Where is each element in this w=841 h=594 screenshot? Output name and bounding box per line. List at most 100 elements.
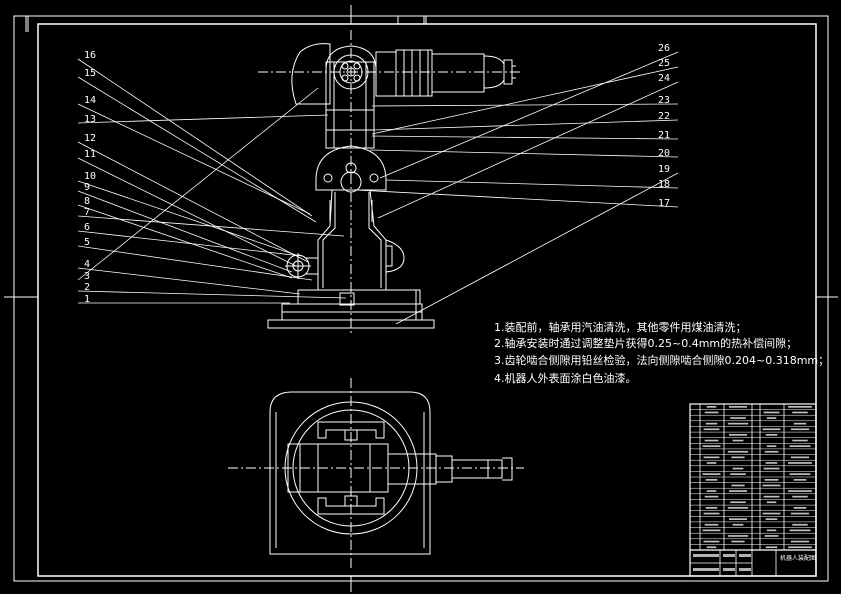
parts-list-cell-text — [792, 411, 808, 414]
parts-list-cell-text — [731, 456, 745, 459]
parts-list-rows — [690, 409, 816, 545]
balloon-25: 25 — [658, 58, 670, 69]
balloon-16: 16 — [84, 50, 96, 61]
title-block-cell-text — [739, 568, 751, 571]
balloon-2: 2 — [84, 282, 90, 293]
parts-list-cell-text — [727, 422, 749, 425]
parts-list-cell-text — [793, 422, 807, 425]
balloon-18: 18 — [658, 179, 670, 190]
balloon-10: 10 — [84, 171, 96, 182]
parts-list-cells — [693, 406, 812, 571]
note-1: 1.装配前，轴承用汽油清洗，其他零件用煤油清洗； — [494, 320, 747, 334]
parts-list-cell-text — [764, 450, 779, 453]
parts-list-cell-text — [763, 467, 780, 470]
title-block-cell-text — [739, 554, 751, 557]
parts-list-cell-text — [790, 428, 810, 431]
parts-list-cell-text — [706, 490, 717, 492]
parts-list-cell-text — [731, 540, 745, 543]
parts-list-cell-text — [766, 501, 777, 504]
title-block-cell-text — [693, 568, 719, 571]
balloon-14: 14 — [84, 95, 96, 106]
parts-list-cell-text — [729, 406, 747, 408]
parts-list-cell-text — [705, 479, 718, 481]
parts-list-cell-text — [732, 523, 744, 526]
parts-list-cell-text — [704, 523, 719, 526]
parts-list-cell-text — [789, 473, 811, 475]
parts-list-cell-text — [763, 411, 780, 414]
balloon-9: 9 — [84, 182, 90, 193]
parts-list-cell-text — [765, 462, 778, 464]
parts-list-cell-text — [729, 490, 747, 492]
balloon-7: 7 — [84, 207, 90, 218]
parts-list-cell-text — [704, 495, 719, 498]
parts-list-cell-text — [765, 518, 778, 520]
parts-list-cell-text — [792, 523, 808, 526]
balloon-labels-right: 26 25 24 23 22 21 20 19 18 17 — [658, 43, 670, 209]
title-block-cell-text — [693, 554, 719, 557]
title-block-drawing-name: 机器人装配图 — [780, 554, 816, 562]
parts-list-cell-text — [705, 422, 718, 425]
parts-list-cell-text — [702, 529, 721, 532]
balloon-19: 19 — [658, 164, 670, 175]
parts-list-cell-text — [729, 434, 747, 436]
title-block-cell-text — [723, 568, 735, 571]
parts-list-cell-text — [788, 546, 812, 549]
parts-list-cell-text — [706, 546, 717, 549]
balloon-3: 3 — [84, 271, 90, 282]
parts-list-cell-text — [765, 434, 778, 436]
parts-list-cell-text — [765, 546, 778, 549]
balloon-8: 8 — [84, 196, 90, 207]
balloon-23: 23 — [658, 95, 670, 106]
parts-list-cell-text — [727, 535, 749, 537]
balloon-17: 17 — [658, 198, 670, 209]
balloon-12: 12 — [84, 133, 96, 144]
parts-list-cell-text — [763, 495, 780, 498]
parts-list-cell-text — [766, 529, 777, 532]
parts-list-cell-text — [789, 445, 811, 447]
parts-list-cell-text — [732, 439, 744, 442]
parts-list-cell-text — [703, 456, 720, 459]
parts-list-cell-text — [706, 462, 717, 464]
parts-list-cell-text — [762, 428, 781, 431]
parts-list-cell-text — [703, 540, 720, 543]
parts-list-cell-text — [790, 540, 810, 543]
parts-list-cell-text — [764, 479, 779, 481]
technical-notes: 1.装配前，轴承用汽油清洗，其他零件用煤油清洗； 2.轴承安装时通过调整垫片获得… — [494, 320, 829, 385]
parts-list-cell-text — [727, 450, 749, 453]
parts-list-cell-text — [766, 417, 777, 419]
parts-list-cell-text — [729, 518, 747, 520]
balloon-4: 4 — [84, 259, 90, 270]
balloon-24: 24 — [658, 73, 670, 84]
parts-list-cell-text — [789, 529, 811, 532]
parts-list-cell-text — [790, 512, 810, 515]
balloon-6: 6 — [84, 222, 90, 233]
parts-list-cell-text — [731, 484, 745, 487]
leader-lines-right — [355, 51, 679, 325]
balloon-20: 20 — [658, 148, 670, 159]
top-view — [228, 378, 524, 570]
parts-list-cell-text — [704, 439, 719, 442]
parts-list-cell-text — [730, 501, 746, 504]
parts-list-cell-text — [793, 479, 807, 481]
note-4: 4.机器人外表面涂白色油漆。 — [494, 371, 637, 385]
parts-list-cell-text — [762, 512, 781, 515]
parts-list-cell-text — [764, 535, 779, 537]
note-2: 2.轴承安装时通过调整垫片获得0.25~0.4mm的热补偿间隙； — [494, 336, 797, 350]
balloon-11: 11 — [84, 149, 96, 160]
parts-list-cell-text — [702, 445, 721, 447]
balloon-26: 26 — [658, 43, 670, 54]
parts-list-cell-text — [705, 507, 718, 509]
parts-list-cell-text — [702, 473, 721, 475]
parts-list-cell-text — [792, 439, 808, 442]
note-3: 3.齿轮啮合侧隙用铅丝检验，法向侧隙啮合侧隙0.204~0.318mm； — [494, 353, 829, 367]
parts-list-cell-text — [788, 462, 812, 464]
parts-list-cell-text — [762, 484, 781, 487]
balloon-22: 22 — [658, 111, 670, 122]
balloon-15: 15 — [84, 68, 96, 79]
parts-list-cell-text — [727, 507, 749, 509]
parts-list-cell-text — [703, 512, 720, 515]
parts-list-cell-text — [792, 495, 808, 498]
balloon-5: 5 — [84, 237, 90, 248]
parts-list-cell-text — [793, 507, 807, 509]
